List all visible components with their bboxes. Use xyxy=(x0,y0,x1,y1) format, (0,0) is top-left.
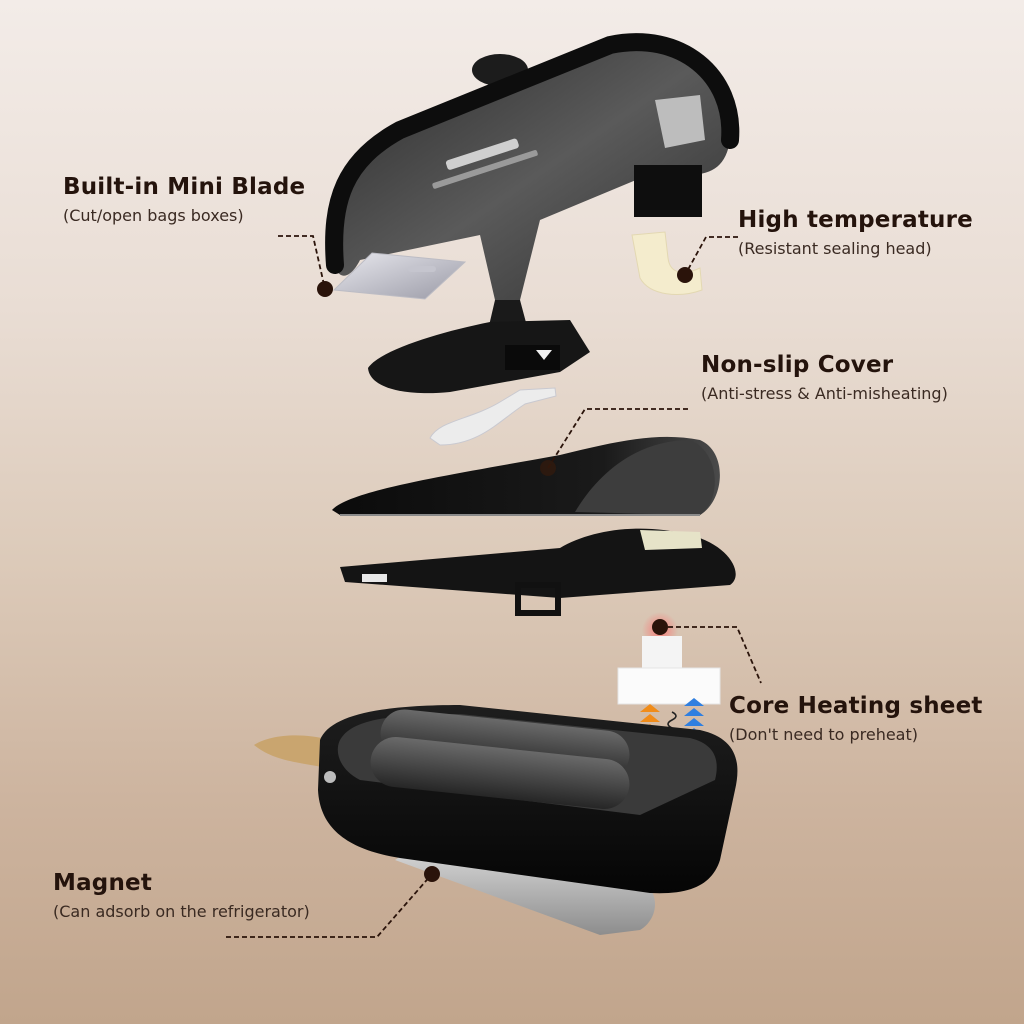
callout-subtitle: (Cut/open bags boxes) xyxy=(63,206,244,225)
leader-lines xyxy=(226,235,762,938)
callout-magnet: Magnet (Can adsorb on the refrigerator) xyxy=(53,869,310,923)
callout-subtitle: (Resistant sealing head) xyxy=(738,239,932,258)
base-shell-part xyxy=(254,705,738,894)
magnet-plate-part xyxy=(395,850,655,935)
callout-subtitle: (Can adsorb on the refrigerator) xyxy=(53,902,310,921)
lower-frame-part xyxy=(340,528,736,616)
magnet-marker xyxy=(424,866,440,882)
callout-sealing-head: High temperature (Resistant sealing head… xyxy=(738,206,973,260)
callout-markers xyxy=(317,267,693,882)
mini-blade-part xyxy=(332,252,467,300)
callout-subtitle: (Don't need to preheat) xyxy=(729,725,918,744)
callout-heating: Core Heating sheet (Don't need to prehea… xyxy=(729,692,983,746)
blade-marker xyxy=(317,281,333,297)
callout-title: High temperature xyxy=(738,207,973,233)
sealing-head-part xyxy=(631,231,703,295)
cover-marker xyxy=(540,460,556,476)
callout-title: Magnet xyxy=(53,870,153,896)
callout-title: Core Heating sheet xyxy=(729,693,983,719)
heating-marker xyxy=(652,619,668,635)
callout-title: Built-in Mini Blade xyxy=(63,174,306,200)
callout-title: Non-slip Cover xyxy=(701,352,894,378)
callout-cover: Non-slip Cover (Anti-stress & Anti-mishe… xyxy=(701,351,948,405)
sealing-head-marker xyxy=(677,267,693,283)
callout-subtitle: (Anti-stress & Anti-misheating) xyxy=(701,384,948,403)
middle-bracket-part xyxy=(368,320,590,446)
callout-blade: Built-in Mini Blade (Cut/open bags boxes… xyxy=(63,173,305,227)
non-slip-cover-part xyxy=(332,436,720,516)
